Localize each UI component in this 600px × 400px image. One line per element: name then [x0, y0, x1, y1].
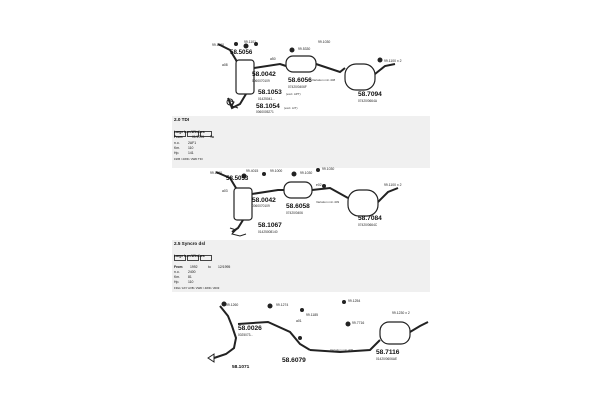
oe-number: 01420/0606AE	[376, 357, 398, 361]
tag: a50	[270, 57, 276, 61]
clamp-ref[interactable]: 99.1260	[226, 303, 239, 307]
part-number[interactable]: 58.7094	[358, 91, 382, 98]
tag: a01	[296, 319, 302, 323]
diagram-2-drawing	[215, 168, 399, 237]
part-note: (excl. A/T)	[284, 106, 298, 110]
oe-number: 07420/0664C	[358, 223, 378, 227]
exhaust-diagram-1: 58.5056 58.0042 0060070109 58.1053 (excl…	[0, 38, 600, 116]
spec-row-label: Km.	[174, 275, 181, 279]
wagon-icon	[200, 131, 212, 137]
body-label: Large bon-Winthes	[174, 130, 205, 134]
car-icon	[174, 131, 186, 137]
wagon-icon	[200, 255, 212, 261]
from-value: 01/1995	[192, 135, 205, 139]
van-icon	[187, 255, 199, 261]
clamp-ref[interactable]: 99.7716	[352, 321, 365, 325]
spec-row-value: 81	[188, 275, 192, 279]
clamp-ref[interactable]: 99.1100 x 2	[384, 59, 402, 63]
spec-row-value: 141	[188, 151, 194, 155]
part-number[interactable]: 58.7084	[358, 215, 382, 222]
part-number[interactable]: 58.6056	[288, 77, 312, 84]
clamp-ref[interactable]: 99.1030	[322, 167, 335, 171]
part-number[interactable]: 58.5056	[230, 49, 253, 56]
engine-model: 2.5 Syncro dsl	[174, 241, 206, 246]
vehicle-info-2: 2.5 Syncro dsl Large bon-Winthes From 19…	[172, 240, 430, 292]
variation-note: Variation min 409	[316, 200, 340, 204]
oe-number: 07420/0664A	[358, 99, 377, 103]
vehicle-info-1: 2.0 TDI Large bon-Winthes From 01/1995 T…	[172, 116, 430, 168]
clamp-ref[interactable]: 99.1101	[244, 40, 257, 44]
oe-number: 0060070109	[252, 79, 270, 83]
spec-row-value: 2AF1	[188, 141, 197, 145]
oe-number: 0060070109	[252, 204, 270, 208]
spec-extra: FRH / AXY AXB / 2WD / 4WD / 2003	[174, 286, 220, 290]
from-value: 1992	[190, 265, 198, 269]
clamp-ref[interactable]: 99.1100 x 2	[384, 183, 402, 187]
tag: a08	[222, 63, 228, 67]
clamp-ref[interactable]: 99.1100	[210, 171, 223, 175]
clamp-ref[interactable]: 99.1000	[270, 169, 283, 173]
part-number[interactable]: 58.1053	[258, 89, 282, 96]
spec-extra: 1995 / 2WD / 2WD TDI	[174, 157, 203, 161]
van-icon	[187, 131, 199, 137]
body-label: Large bon-Winthes	[174, 254, 205, 258]
to-label: To	[210, 135, 214, 139]
oe-number: 07420/0406	[286, 211, 303, 215]
oe-number: 01425008140	[258, 230, 278, 234]
to-value: 12/1995	[218, 265, 231, 269]
variation-note: Variation min 408	[312, 78, 336, 82]
clamp-ref[interactable]: 99.1185	[306, 313, 319, 317]
part-number[interactable]: 58.0026	[238, 325, 262, 332]
part-note: (excl. APT)	[286, 92, 301, 96]
spec-row-value: 110	[188, 146, 194, 150]
clamp-ref[interactable]: 99.5330	[298, 47, 311, 51]
oe-number: 07420/0406F	[288, 85, 307, 89]
exhaust-diagram-3: 58.0026 0025073... 58.6079 58.7116 01420…	[0, 292, 600, 392]
part-number[interactable]: 58.0042	[252, 197, 276, 204]
clamp-ref[interactable]: 99.1274	[276, 303, 289, 307]
part-number[interactable]: 58.7116	[376, 349, 400, 356]
spec-row-value: 110	[188, 280, 194, 284]
variation-note: Variation min 409	[330, 348, 354, 352]
to-label: to	[208, 265, 211, 269]
part-number[interactable]: 58.6058	[286, 203, 310, 210]
tag: a03	[222, 189, 228, 193]
fuel-logos	[174, 248, 213, 266]
car-icon	[174, 255, 186, 261]
spec-row-label: n.o.	[174, 141, 180, 145]
part-number[interactable]: 58.1054	[256, 103, 280, 110]
part-number[interactable]: 58.1067	[258, 222, 282, 229]
fuel-logos	[174, 124, 213, 142]
tag: e02	[316, 183, 322, 187]
part-number[interactable]: 58.6079	[282, 357, 306, 364]
clamp-ref[interactable]: 99.1254	[348, 299, 361, 303]
exhaust-diagram-2: 58.5053 58.0042 0060070109 58.1067 01425…	[0, 167, 600, 240]
clamp-ref[interactable]: 99.1100	[212, 43, 225, 47]
engine-model: 2.0 TDI	[174, 117, 190, 122]
part-number[interactable]: 58.5053	[226, 175, 249, 182]
oe-number: 0060005271	[256, 110, 274, 114]
spec-row-label: Hp.	[174, 280, 180, 284]
spec-row-label: Hp.	[174, 151, 180, 155]
part-number[interactable]: 58.0042	[252, 71, 276, 78]
spec-row-label: n.o.	[174, 270, 180, 274]
from-label: From	[174, 135, 183, 139]
from-label: From	[174, 265, 183, 269]
oe-number: 0025073...	[238, 333, 254, 337]
clamp-ref[interactable]: 99.1030	[318, 40, 331, 44]
spec-row-value: 2400	[188, 270, 196, 274]
spec-row-label: Km.	[174, 146, 181, 150]
clamp-ref[interactable]: 99.1030	[300, 171, 313, 175]
clamp-ref[interactable]: 99.1230 x 2	[392, 311, 410, 315]
diagram-1-drawing	[217, 42, 396, 110]
part-number[interactable]: 58.1071	[232, 365, 250, 370]
diagram-3-drawing	[207, 300, 429, 363]
clamp-ref[interactable]: 99.4015	[246, 169, 259, 173]
oe-number: 01425041...	[258, 97, 275, 101]
